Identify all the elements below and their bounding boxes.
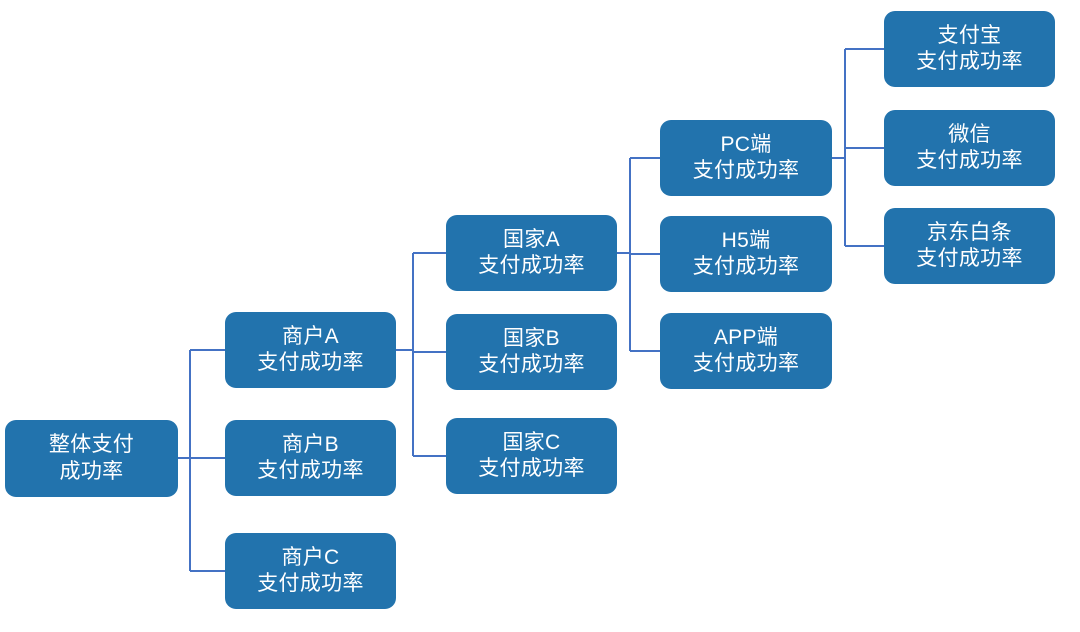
node-merchant-b-line2: 支付成功率 (257, 459, 364, 482)
node-terminal-app[interactable]: APP端 支付成功率 (660, 313, 832, 389)
node-merchant-c[interactable]: 商户C 支付成功率 (225, 533, 396, 609)
node-country-a-line1: 国家A (503, 227, 560, 251)
node-terminal-h5-line1: H5端 (721, 228, 771, 252)
node-method-alipay-line1: 支付宝 (937, 23, 1002, 47)
node-method-alipay[interactable]: 支付宝 支付成功率 (884, 11, 1055, 87)
connector-root-to-merchants (178, 349, 225, 572)
node-root-line2: 成功率 (59, 459, 124, 483)
node-merchant-a[interactable]: 商户A 支付成功率 (225, 312, 396, 388)
node-merchant-c-line2: 支付成功率 (257, 572, 364, 595)
node-country-b[interactable]: 国家B 支付成功率 (446, 314, 617, 390)
node-method-jd-baitiao-line2: 支付成功率 (916, 247, 1023, 270)
node-method-wechat-line2: 支付成功率 (916, 149, 1023, 172)
node-merchant-b-line1: 商户B (282, 432, 339, 456)
node-country-c[interactable]: 国家C 支付成功率 (446, 418, 617, 494)
node-country-c-line2: 支付成功率 (478, 457, 585, 480)
node-country-b-line2: 支付成功率 (478, 353, 585, 376)
node-terminal-pc-line2: 支付成功率 (692, 159, 800, 182)
connector-terminal-pc-to-methods (832, 48, 884, 247)
connector-merchant-a-to-countries (396, 252, 446, 457)
node-country-b-line1: 国家B (503, 326, 560, 350)
node-country-a-line2: 支付成功率 (478, 254, 585, 277)
connector-country-a-to-terminals (617, 157, 660, 352)
node-terminal-app-line2: 支付成功率 (692, 352, 800, 375)
node-root-line1: 整体支付 (48, 433, 135, 457)
node-terminal-h5[interactable]: H5端 支付成功率 (660, 216, 832, 292)
node-method-jd-baitiao[interactable]: 京东白条 支付成功率 (884, 208, 1055, 284)
node-method-alipay-line2: 支付成功率 (916, 50, 1023, 73)
node-terminal-h5-line2: 支付成功率 (692, 255, 800, 278)
node-merchant-c-line1: 商户C (281, 545, 340, 569)
node-method-wechat[interactable]: 微信 支付成功率 (884, 110, 1055, 186)
node-root[interactable]: 整体支付 成功率 (5, 420, 178, 497)
node-terminal-pc-line1: PC端 (720, 132, 772, 156)
node-merchant-a-line2: 支付成功率 (257, 351, 364, 374)
node-merchant-b[interactable]: 商户B 支付成功率 (225, 420, 396, 496)
node-terminal-pc[interactable]: PC端 支付成功率 (660, 120, 832, 196)
node-method-jd-baitiao-line1: 京东白条 (926, 220, 1013, 244)
node-method-wechat-line1: 微信 (948, 122, 991, 146)
node-country-c-line1: 国家C (502, 430, 561, 454)
node-merchant-a-line1: 商户A (282, 324, 339, 348)
node-terminal-app-line1: APP端 (713, 325, 779, 349)
node-country-a[interactable]: 国家A 支付成功率 (446, 215, 617, 291)
